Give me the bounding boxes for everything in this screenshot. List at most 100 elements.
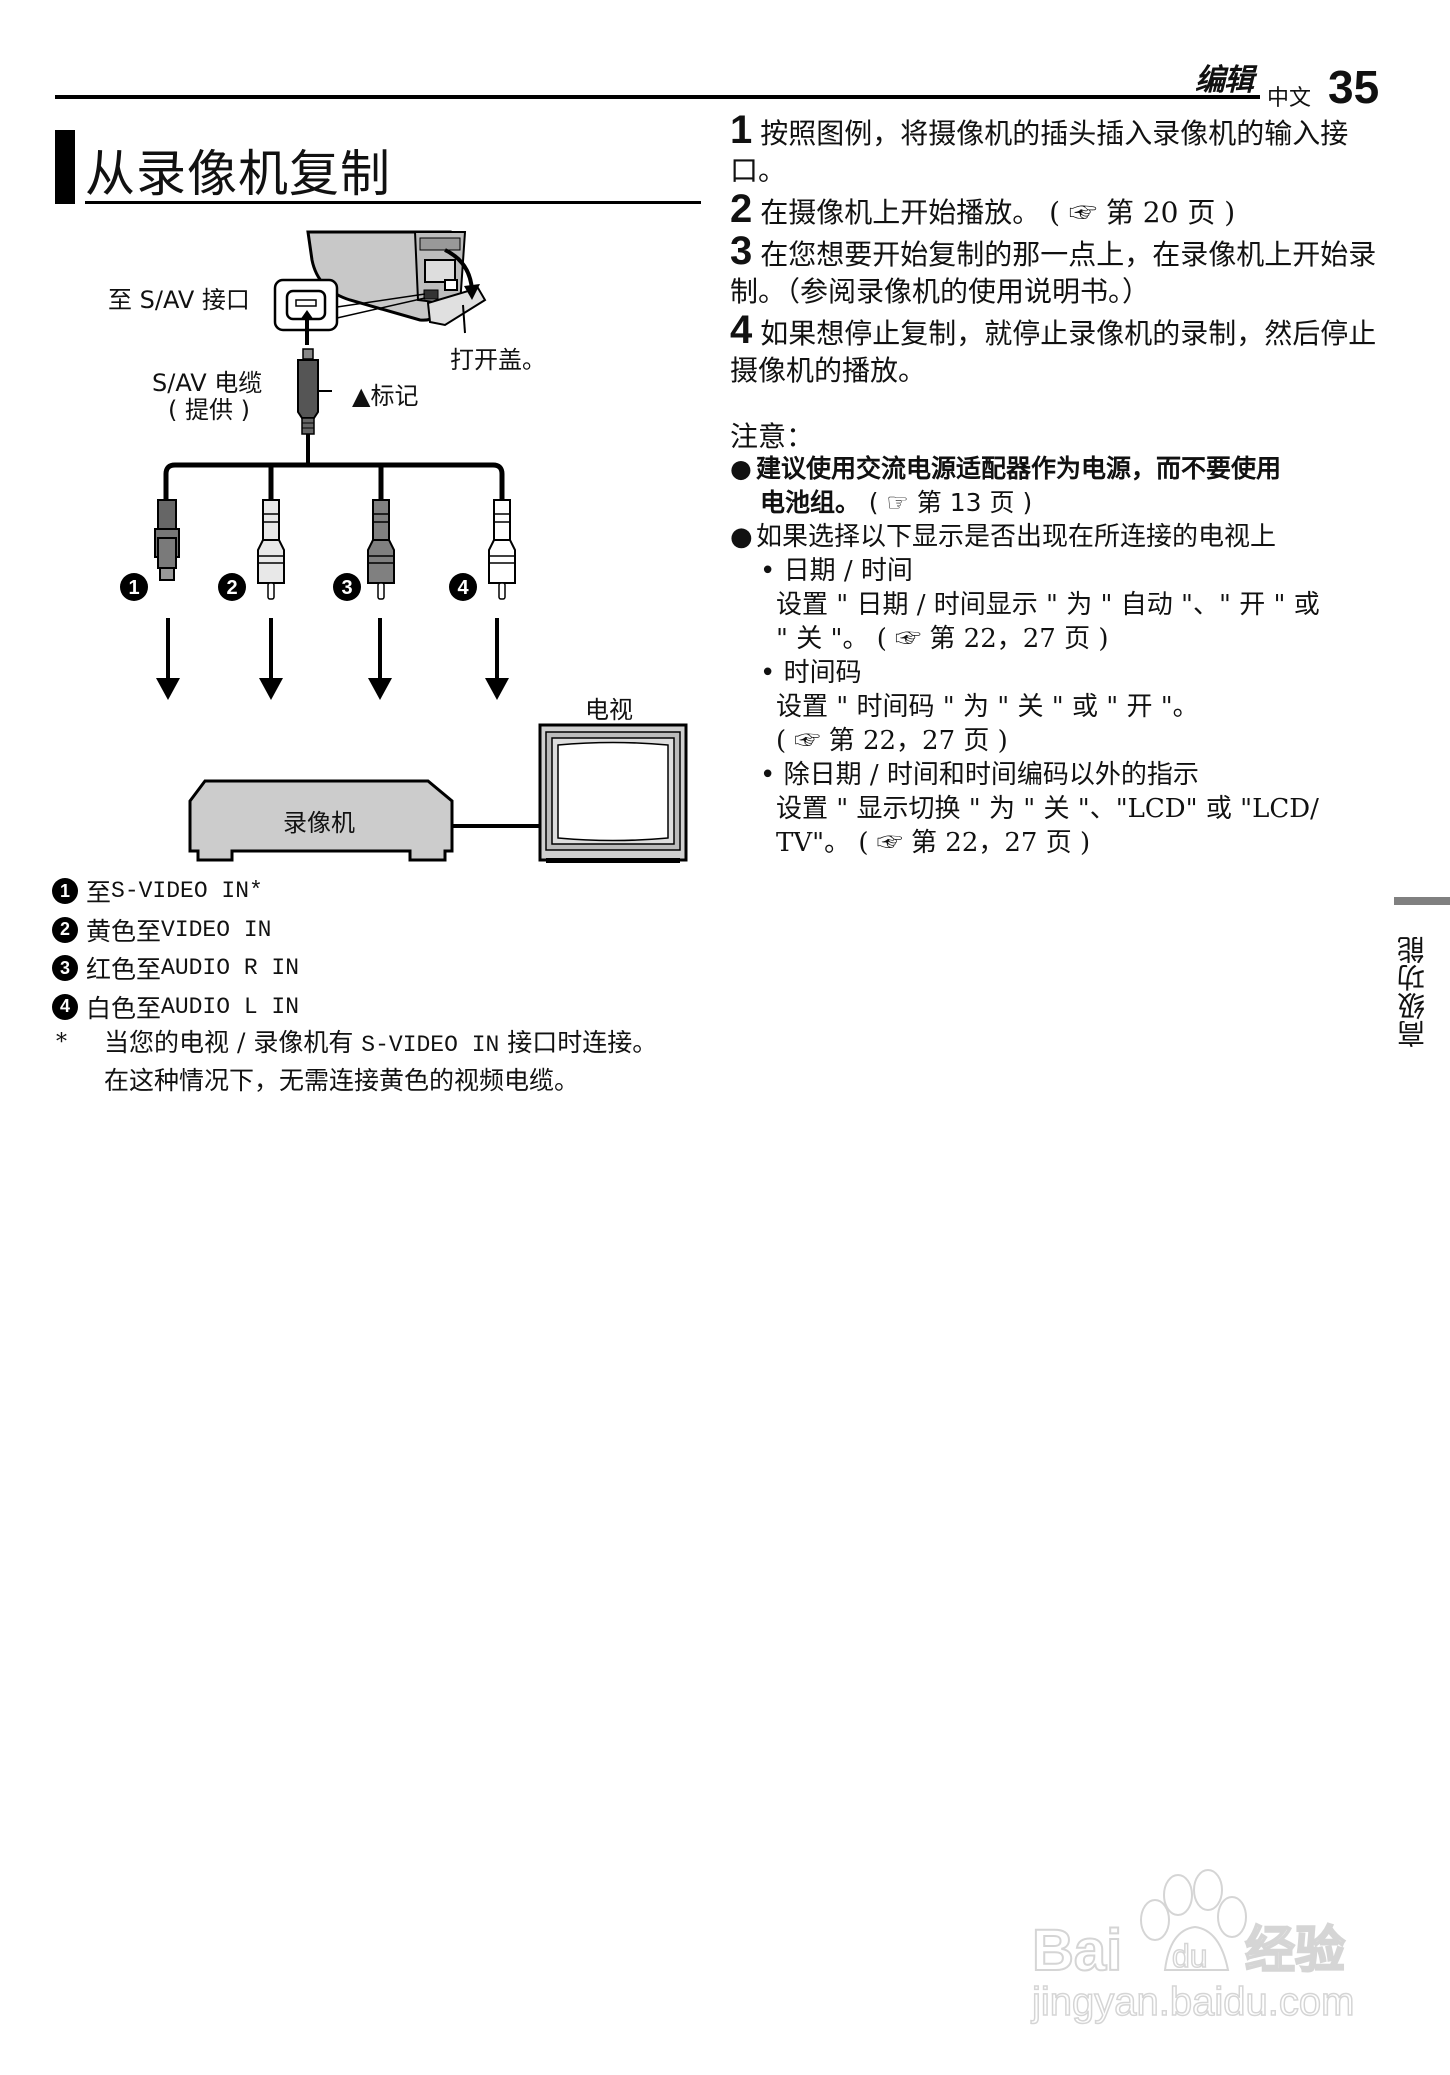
note-item-cont: 电池组。 ( ☞ 第 13 页 )	[730, 486, 1390, 520]
legend-prefix: 红色至	[86, 955, 162, 985]
page-reference: ( ☞ 第 22，27 页 )	[858, 828, 1091, 858]
sub-note-label: 日期 / 时间	[783, 556, 913, 586]
label-sav-port: 至 S/AV 接口	[108, 286, 250, 314]
bullet-icon: ●	[730, 454, 752, 483]
plug-3-red	[367, 499, 395, 600]
footnote-code: S-VIDEO IN	[361, 1032, 500, 1058]
page-reference: ( ☞ 第 22，27 页 )	[876, 624, 1109, 654]
baidu-paw-icon: Bai du 经验 jingyan.baidu.com	[1030, 1869, 1355, 2025]
side-tab-bar	[1394, 897, 1450, 905]
camcorder-icon	[306, 230, 487, 334]
step-number: 2	[730, 187, 753, 231]
notes-list: ●建议使用交流电源适配器作为电源，而不要使用 电池组。 ( ☞ 第 13 页 )…	[730, 452, 1390, 860]
step-number: 1	[730, 108, 753, 152]
vcr-icon	[188, 779, 540, 862]
sub-note-text: 设置 " 显示切换 " 为 " 关 "、"LCD" 或 "LCD/	[776, 794, 1319, 824]
sub-note-other: • 除日期 / 时间和时间编码以外的指示	[730, 758, 1390, 792]
legend-prefix: 黄色至	[86, 916, 162, 946]
label-vcr: 录像机	[283, 809, 355, 837]
svg-text:2: 2	[226, 577, 237, 599]
step-number: 4	[730, 308, 753, 352]
note-text: 建议使用交流电源适配器作为电源，而不要使用	[756, 454, 1282, 483]
svg-text:Bai: Bai	[1032, 1918, 1122, 1983]
step-text: 在您想要开始复制的那一点上，在录像机上开始录制。（参阅录像机的使用说明书。）	[730, 238, 1377, 308]
small-bullet-icon: •	[760, 760, 784, 790]
label-sav-cable-supplied: ( 提供 )	[168, 396, 250, 424]
legend-code: AUDIO R IN	[161, 955, 300, 982]
note-item: ●如果选择以下显示是否出现在所连接的电视上	[730, 520, 1390, 554]
svg-text:4: 4	[457, 577, 469, 599]
sav-port-callout	[273, 278, 426, 345]
sub-note-text: 设置 " 日期 / 时间显示 " 为 " 自动 "、" 开 " 或	[776, 590, 1320, 620]
baidu-watermark: Bai du 经验 jingyan.baidu.com	[1030, 1855, 1370, 2025]
small-bullet-icon: •	[760, 658, 784, 688]
connection-diagram: 1 2 3 4 至 S/AV 接口	[0, 220, 720, 870]
tv-icon	[538, 723, 688, 863]
number-3-icon: 3	[52, 955, 78, 982]
legend-prefix: 白色至	[86, 993, 162, 1023]
side-tab-label: 高级功能	[1396, 936, 1429, 1048]
legend-item: 1 至 S-VIDEO IN*	[52, 872, 712, 911]
cable-branch	[163, 462, 505, 500]
page-reference: ( ☞ 第 22，27 页 )	[776, 726, 1008, 756]
note-item: ●建议使用交流电源适配器作为电源，而不要使用	[730, 452, 1390, 486]
label-tv: 电视	[585, 696, 633, 724]
legend-code: VIDEO IN	[161, 916, 272, 943]
footnote-marker: *	[56, 1030, 67, 1055]
bullet-icon: ●	[730, 522, 753, 552]
sav-cable-plug	[297, 348, 332, 465]
step-text: 在摄像机上开始播放。	[760, 196, 1041, 229]
sub-note-text: TV"。 ( ☞ 第 22，27 页 )	[730, 826, 1390, 860]
section-name: 编辑	[1195, 63, 1254, 98]
svg-text:jingyan.baidu.com: jingyan.baidu.com	[1031, 1980, 1354, 2024]
page-reference: ( ☞ 第 13 页 )	[868, 488, 1033, 517]
legend-code: S-VIDEO IN*	[111, 878, 263, 905]
diagram-svg: 1 2 3 4	[120, 230, 688, 863]
page-title: 从录像机复制	[85, 145, 391, 203]
step-number: 3	[730, 229, 753, 273]
title-rule	[85, 201, 701, 204]
legend-item: 4 白色至 AUDIO L IN	[52, 988, 712, 1027]
note-text: 电池组。	[760, 488, 861, 517]
language-label: 中文	[1267, 86, 1312, 111]
down-arrows	[156, 618, 509, 700]
sub-note-text: 设置 " 时间码 " 为 " 关 " 或 " 开 "。	[776, 692, 1199, 722]
title-bar	[55, 130, 75, 204]
step-text: 按照图例，将摄像机的插头插入录像机的输入接口。	[730, 117, 1349, 187]
sub-note-label: 除日期 / 时间和时间编码以外的指示	[783, 760, 1199, 790]
footnote-text: 接口时连接。	[507, 1028, 658, 1057]
page-reference: ( ☞ 第 20 页 )	[1049, 196, 1236, 229]
plug-number-circles: 1 2 3 4	[120, 573, 477, 601]
legend-code: AUDIO L IN	[161, 993, 300, 1020]
note-text: 如果选择以下显示是否出现在所连接的电视上	[756, 522, 1277, 552]
footnote-text: 当您的电视 / 录像机有	[104, 1028, 354, 1057]
legend-item: 2 黄色至 VIDEO IN	[52, 911, 712, 950]
sub-note-text: " 关 "。 ( ☞ 第 22，27 页 )	[730, 622, 1390, 656]
plug-2-yellow	[257, 499, 285, 600]
sub-note-text: TV"。	[776, 828, 851, 858]
svg-text:1: 1	[128, 577, 139, 599]
plug-1-svideo	[154, 499, 180, 581]
legend-item: 3 红色至 AUDIO R IN	[52, 949, 712, 988]
page-number: 35	[1328, 61, 1380, 113]
number-1-icon: 1	[52, 878, 78, 905]
label-mark: ▲标记	[352, 382, 419, 410]
sub-note-label: 时间码	[783, 658, 862, 688]
svg-text:经验: 经验	[1245, 1921, 1345, 1979]
svg-text:3: 3	[341, 577, 352, 599]
label-sav-cable: S/AV 电缆	[152, 369, 263, 397]
notes-title: 注意：	[730, 420, 815, 453]
header-rule	[55, 95, 1260, 99]
step-text: 如果想停止复制，就停止录像机的录制，然后停止摄像机的播放。	[730, 317, 1377, 387]
number-2-icon: 2	[52, 916, 78, 943]
sub-note-text: " 关 "。	[776, 624, 869, 654]
label-open-cover: 打开盖。	[450, 346, 546, 374]
small-bullet-icon: •	[760, 556, 784, 586]
number-4-icon: 4	[52, 993, 78, 1020]
footnote: * 当您的电视 / 录像机有 S-VIDEO IN 接口时连接。 在这种情况下，…	[52, 1025, 722, 1098]
